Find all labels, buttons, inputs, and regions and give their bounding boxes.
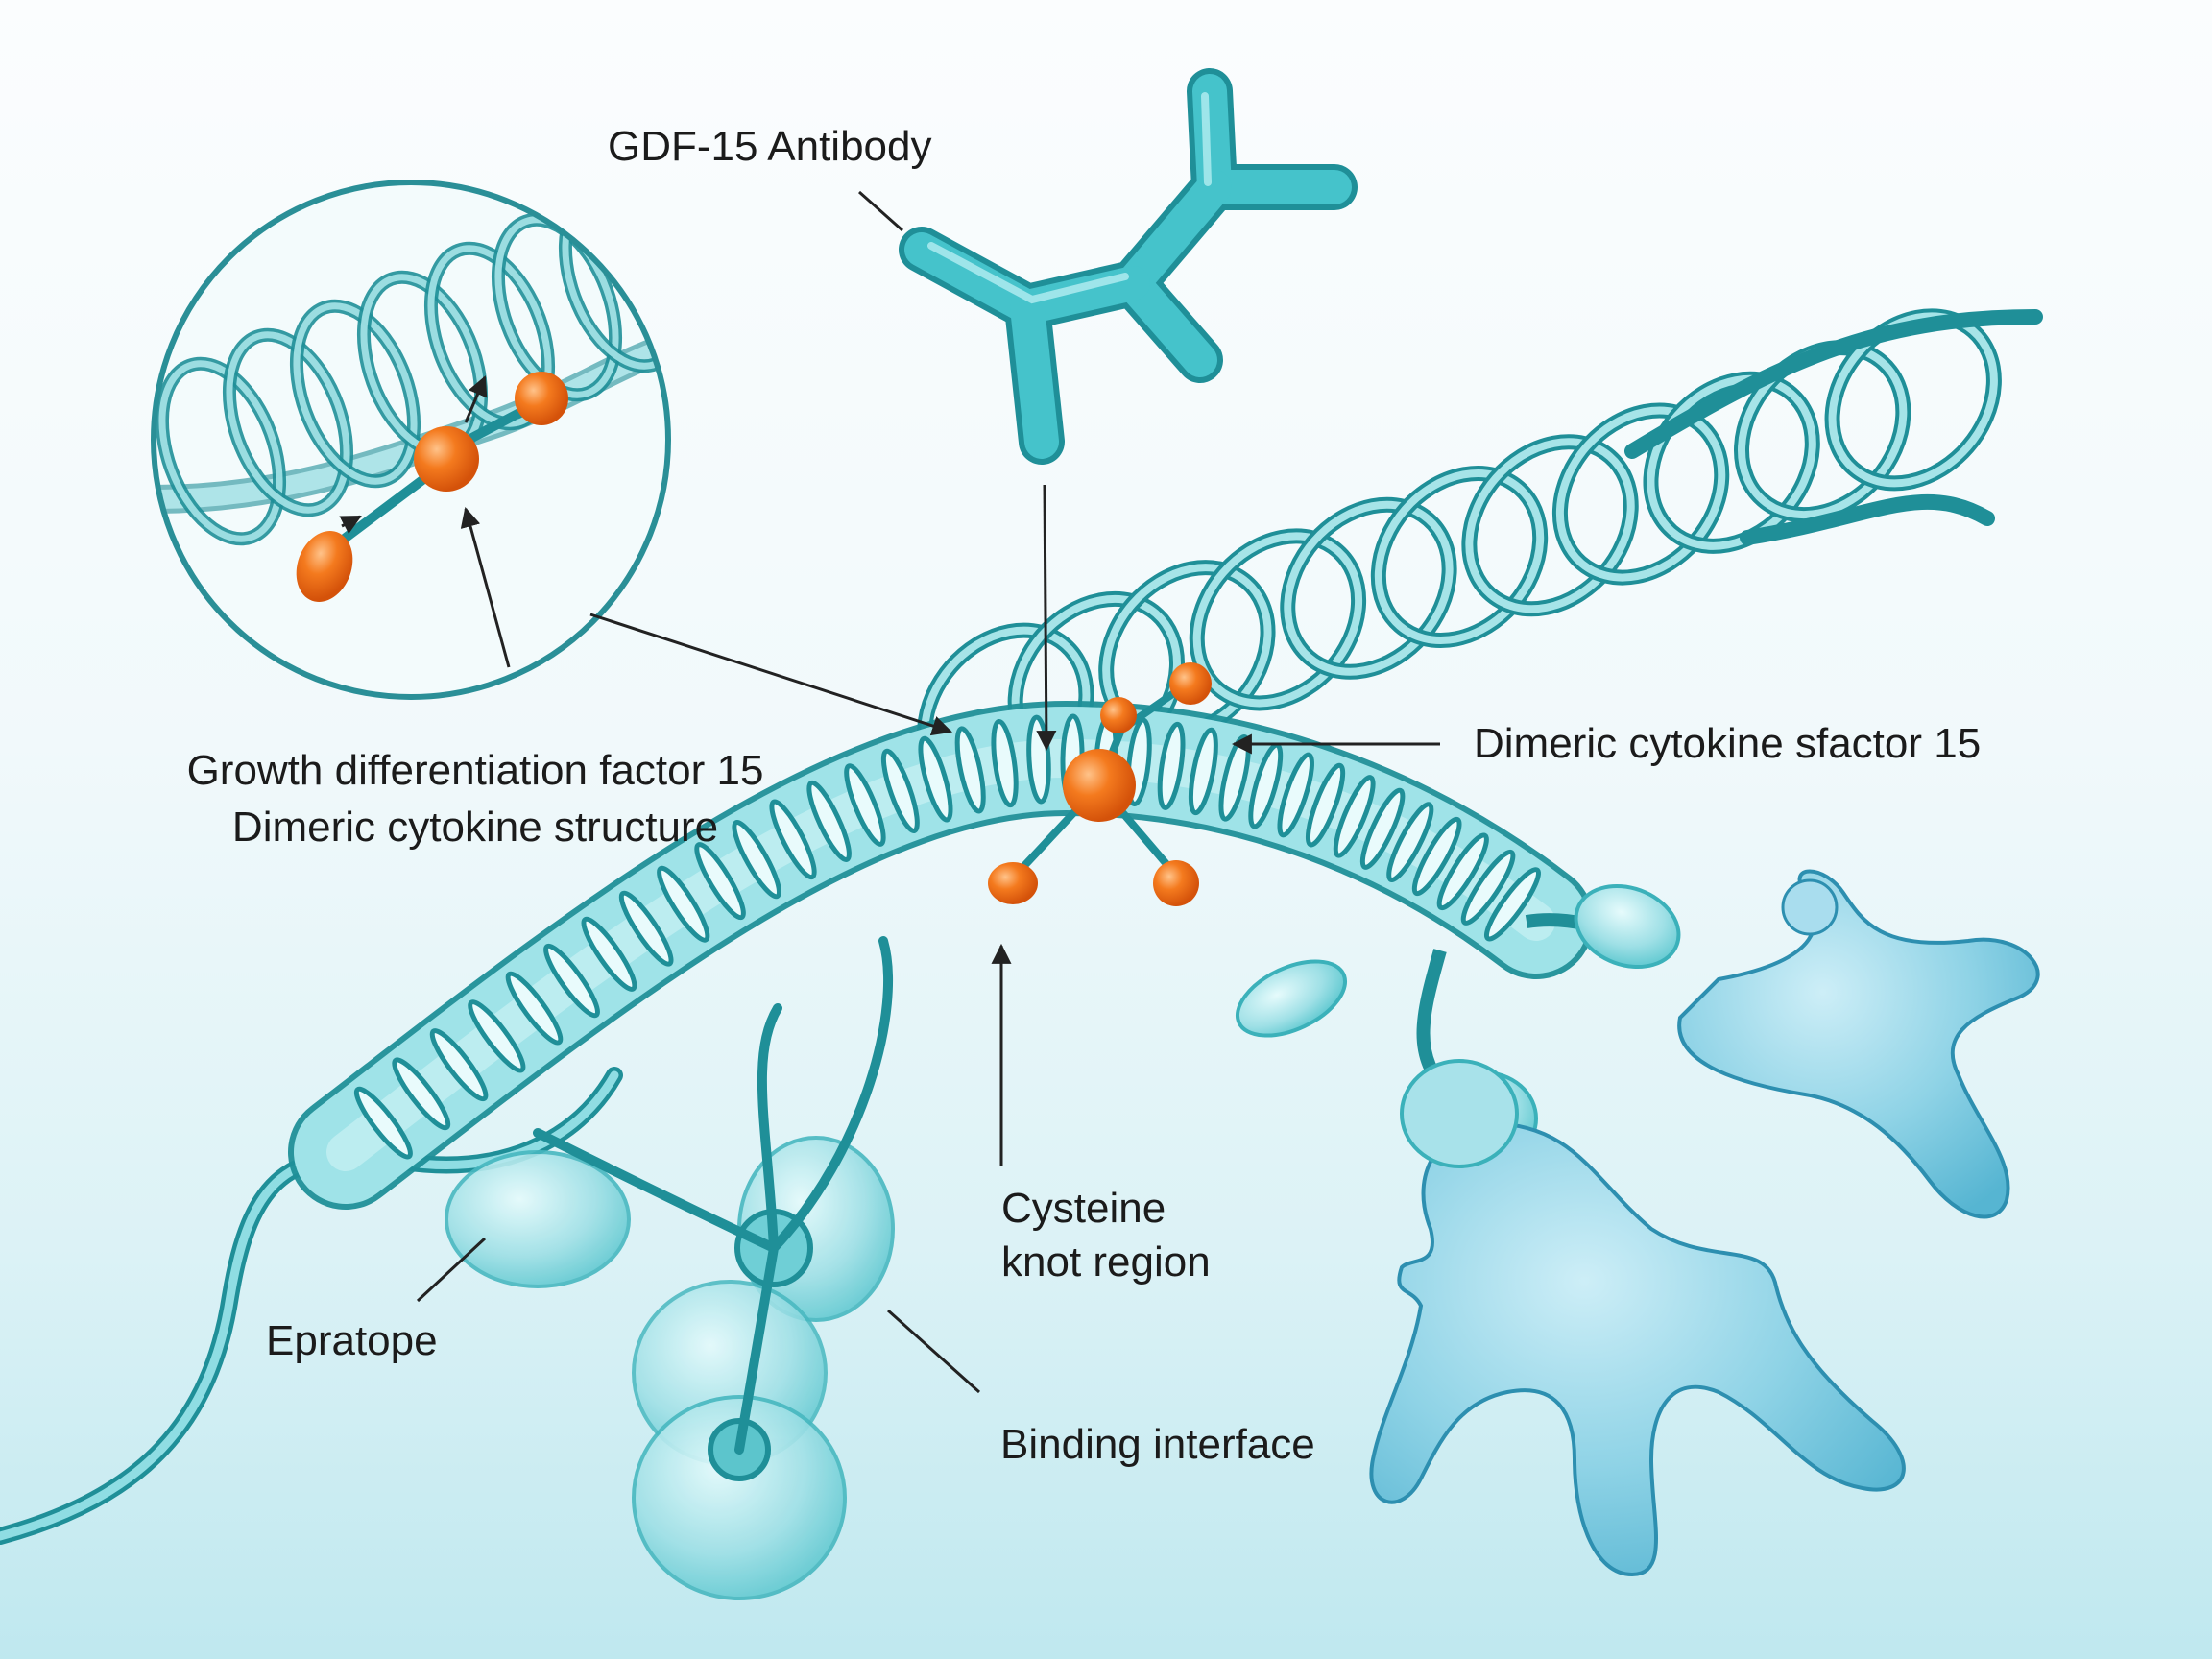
helix-tail — [1740, 493, 1995, 545]
gdf15-label-line2: Dimeric cytokine structure — [231, 804, 719, 851]
epitope-label: Epratope — [266, 1317, 438, 1364]
inset-helix-loop — [427, 245, 552, 427]
inset-helix-loop — [226, 331, 350, 514]
antibody-leader — [858, 190, 903, 232]
helix-rung — [991, 718, 1019, 808]
helix-loop — [1647, 374, 1816, 550]
helix-rung — [505, 971, 564, 1046]
binding-label: Binding interface — [1000, 1421, 1315, 1468]
helix-loop — [1374, 469, 1545, 645]
helix-loop — [1284, 500, 1454, 676]
helix-rung — [429, 1028, 489, 1102]
helix-rung — [694, 842, 746, 921]
helix-rung — [618, 890, 674, 967]
helix-rung — [806, 780, 852, 862]
helix-rung — [844, 763, 886, 847]
helix-rung — [543, 943, 600, 1019]
helix-rung — [880, 748, 920, 833]
helix-rung — [918, 735, 953, 823]
helix-rung — [1436, 832, 1489, 911]
helix-rung — [1157, 721, 1186, 810]
mid-globule — [1235, 959, 1348, 1038]
inset-arrow — [589, 613, 952, 736]
gdf15-antibody — [899, 68, 1358, 465]
gdf15-label-line1: Growth differentiation factor 15 — [186, 747, 764, 794]
antibody-label: GDF-15 Antibody — [608, 123, 932, 170]
inset-helix-loop — [158, 360, 283, 542]
helix-tail — [1624, 309, 2043, 459]
helix-rung — [1277, 752, 1314, 838]
antibody-arrow — [1036, 484, 1057, 752]
epitope-leader — [416, 1237, 487, 1303]
inset-inner-arrow — [460, 506, 511, 668]
helix-loop — [1555, 406, 1726, 582]
inset-helix-loop — [494, 216, 619, 398]
helix-rung — [468, 999, 526, 1073]
disulfide-bonds-main — [988, 662, 1212, 906]
helix-rung — [657, 865, 710, 943]
helix-rung — [954, 726, 986, 814]
callout-lines — [416, 190, 1440, 1394]
helix-rung — [1188, 727, 1218, 816]
inset-helix-loop — [293, 302, 418, 485]
cysteine-label-line1: Cysteine — [1001, 1185, 1166, 1232]
helix-rung — [1411, 816, 1462, 897]
helix-rung — [769, 799, 817, 880]
zoom-inset — [151, 180, 671, 700]
helix-rung — [1359, 787, 1406, 870]
helix-rung — [732, 819, 781, 900]
helix-rung — [353, 1086, 413, 1160]
helix-rung — [1483, 867, 1541, 942]
helix-rung — [392, 1057, 451, 1131]
helix-rung — [1333, 775, 1376, 858]
helix-loop — [1828, 312, 1998, 488]
receptor-upper-right — [1677, 869, 2040, 1219]
helix-rung — [581, 916, 637, 992]
lower-globular-domains — [445, 936, 895, 1600]
cysteine-label-line2: knot region — [1001, 1238, 1211, 1286]
helix-rung — [1305, 762, 1346, 848]
receptor-lower-right — [1369, 1059, 1906, 1577]
main-arch-helix — [288, 700, 1594, 1210]
helix-rung — [1386, 802, 1434, 883]
binding-leader — [886, 1309, 981, 1394]
helix-rung — [1460, 849, 1516, 926]
dimeric-label: Dimeric cytokine sfactor 15 — [1474, 720, 1982, 767]
